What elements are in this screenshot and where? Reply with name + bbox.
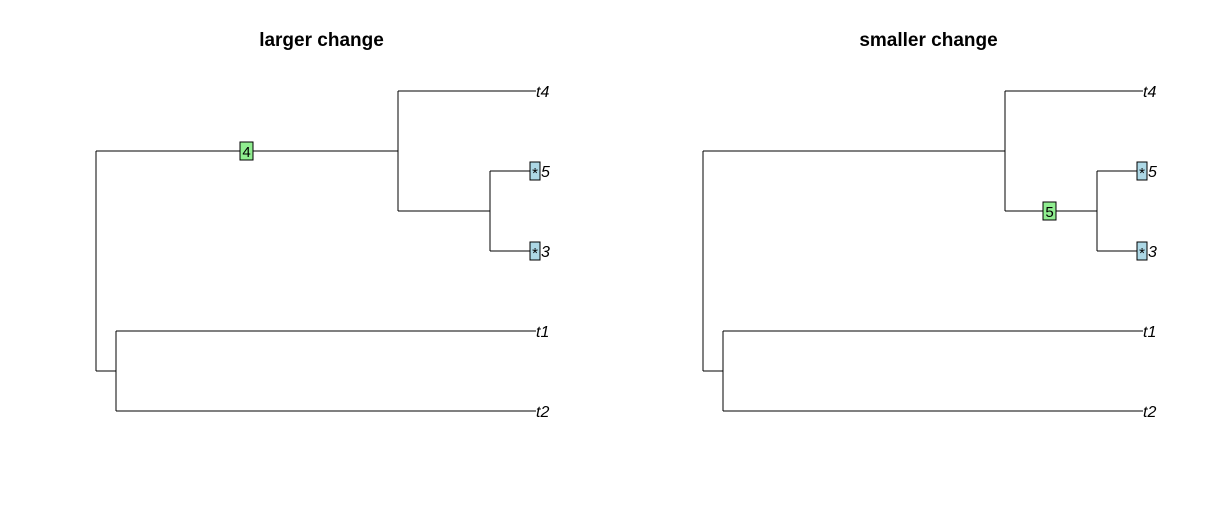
tree-edges xyxy=(95,90,536,412)
edge-label-box xyxy=(1042,201,1057,221)
tree-edges xyxy=(702,90,1143,412)
tip-label-t4: t4 xyxy=(536,84,549,101)
edge-label: 4 xyxy=(239,141,254,161)
tip-box-asterisk: * xyxy=(1139,245,1145,262)
panel-title: smaller change xyxy=(859,30,998,51)
edge-label-text: 4 xyxy=(242,144,250,161)
tip-label-text: 5 xyxy=(541,164,550,181)
tip-box xyxy=(529,161,541,181)
phylogeny-tree: 5 t4 * 5 * 3 t1 t2 xyxy=(702,84,1157,421)
tip-label-text: 5 xyxy=(1148,164,1157,181)
tip-label-text: 3 xyxy=(541,244,550,261)
phylogeny-tree: 4 t4 * 5 * 3 t1 t2 xyxy=(95,84,550,421)
tip-label-3: * 3 xyxy=(1136,241,1157,262)
tip-label-3: * 3 xyxy=(529,241,550,262)
tip-label-text: 3 xyxy=(1148,244,1157,261)
edge-label-box xyxy=(239,141,254,161)
tip-label-t4: t4 xyxy=(1143,84,1156,101)
tip-label-t1: t1 xyxy=(1143,324,1156,341)
tip-label-t1: t1 xyxy=(536,324,549,341)
tip-box xyxy=(1136,161,1148,181)
edge-label: 5 xyxy=(1042,201,1057,221)
tip-box-asterisk: * xyxy=(1139,165,1145,182)
tip-label-5: * 5 xyxy=(1136,161,1157,182)
tip-box xyxy=(1136,241,1148,261)
tree-panel-smaller-change: smaller change 5 t4 * 5 * xyxy=(607,0,1214,523)
edge-label-text: 5 xyxy=(1045,204,1053,221)
tip-box-asterisk: * xyxy=(532,245,538,262)
tree-panel-larger-change: larger change 4 t4 * xyxy=(95,30,550,421)
panel-title: larger change xyxy=(259,30,384,51)
tip-label-5: * 5 xyxy=(529,161,550,182)
tip-box-asterisk: * xyxy=(532,165,538,182)
tip-box xyxy=(529,241,541,261)
tip-label-t2: t2 xyxy=(536,404,549,421)
tip-label-t2: t2 xyxy=(1143,404,1156,421)
